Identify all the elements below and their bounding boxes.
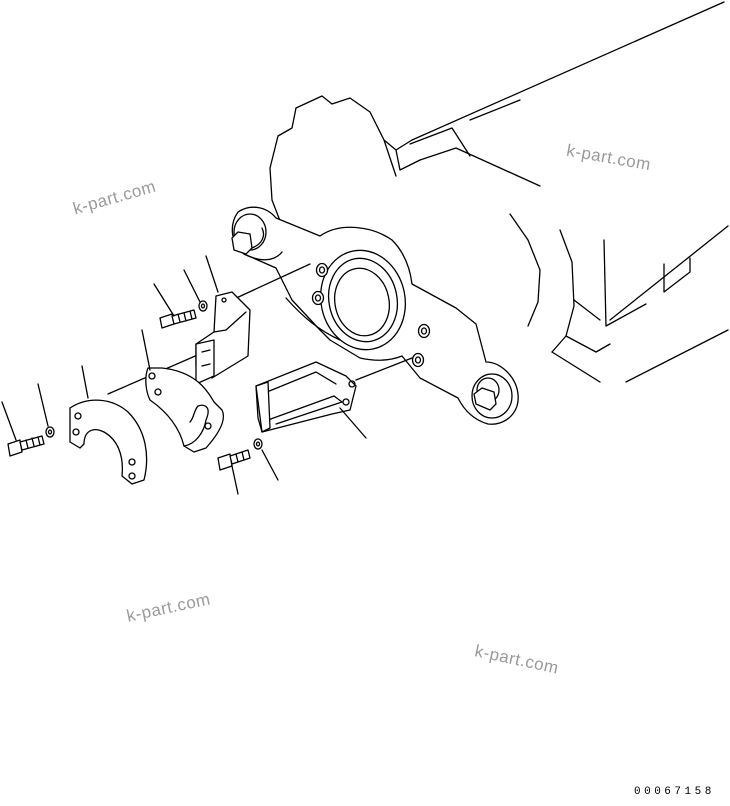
- drawing-code: 00067158: [634, 786, 715, 798]
- half-ring-cover-front: [69, 399, 148, 485]
- bolt-left: [7, 435, 45, 457]
- bolt-lower: [217, 449, 251, 471]
- mounting-bracket-arm: [231, 206, 519, 425]
- upper-plate-bracket: [195, 291, 251, 385]
- support-bracket: [255, 361, 357, 433]
- washer-upper: [198, 300, 208, 312]
- washer-left: [45, 426, 55, 438]
- bolt-upper: [159, 309, 197, 329]
- washer-lower: [253, 438, 263, 450]
- half-ring-cover-rear: [145, 367, 225, 453]
- leader-lines: [1, 255, 367, 495]
